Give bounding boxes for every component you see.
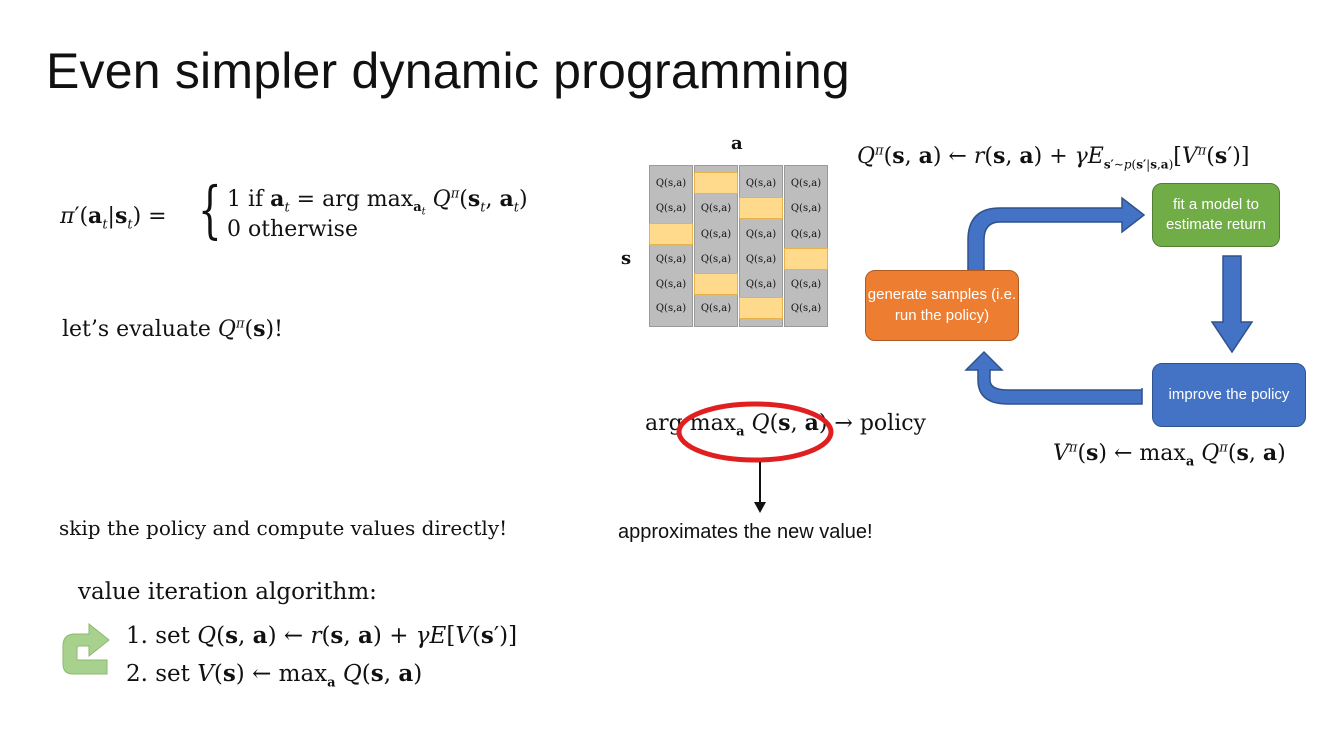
grid-column-label: a <box>731 133 743 154</box>
evaluate-text: let’s evaluate Qπ(s)! <box>62 316 283 342</box>
q-cell: Q(s,a) <box>790 228 822 240</box>
max-cell <box>739 297 783 319</box>
policy-case-2: 0 otherwise <box>227 217 358 242</box>
max-cell <box>739 197 783 219</box>
generate-samples-box: generate samples (i.e. run the policy) <box>865 270 1019 341</box>
q-cell: Q(s,a) <box>700 253 732 265</box>
fit-model-box: fit a model to estimate return <box>1152 183 1280 247</box>
grid-row-label: s <box>621 248 632 269</box>
q-cell: Q(s,a) <box>745 253 777 265</box>
loop-arrow-icon <box>62 622 110 675</box>
max-cell <box>784 248 828 270</box>
skip-text: skip the policy and compute values direc… <box>59 516 508 540</box>
q-cell: Q(s,a) <box>790 177 822 189</box>
improve-policy-box: improve the policy <box>1152 363 1306 427</box>
policy-case-1: 1 if at = arg maxat Qπ(st, at) <box>227 186 528 218</box>
q-cell: Q(s,a) <box>655 177 687 189</box>
down-arrow-icon <box>754 462 766 513</box>
q-cell: Q(s,a) <box>655 278 687 290</box>
q-cell: Q(s,a) <box>790 202 822 214</box>
algorithm-step-2: 2. set V(s) ← maxa Q(s, a) <box>126 660 423 691</box>
algorithm-title: value iteration algorithm: <box>78 579 377 605</box>
slide-title: Even simpler dynamic programming <box>46 43 850 99</box>
approximation-note: approximates the new value! <box>618 521 873 543</box>
q-table-grid: Q(s,a) Q(s,a) Q(s,a) Q(s,a) Q(s,a) Q(s,a… <box>649 165 829 327</box>
q-update-equation: Qπ(s, a) ← r(s, a) + γEs′∼p(s′|s,a)[Vπ(s… <box>857 143 1250 172</box>
q-cell: Q(s,a) <box>655 202 687 214</box>
max-cell <box>649 223 693 245</box>
q-cell: Q(s,a) <box>790 302 822 314</box>
q-cell: Q(s,a) <box>655 253 687 265</box>
q-cell: Q(s,a) <box>700 302 732 314</box>
cycle-arrows <box>964 196 1254 405</box>
q-cell: Q(s,a) <box>655 302 687 314</box>
highlight-ellipse <box>676 401 834 463</box>
q-cell: Q(s,a) <box>700 228 732 240</box>
q-cell: Q(s,a) <box>745 278 777 290</box>
q-cell: Q(s,a) <box>790 278 822 290</box>
q-cell: Q(s,a) <box>745 177 777 189</box>
cases-brace: { <box>198 173 222 246</box>
max-cell <box>694 172 738 194</box>
v-update-equation: Vπ(s) ← maxa Qπ(s, a) <box>1053 440 1286 470</box>
max-cell <box>694 273 738 295</box>
algorithm-step-1: 1. set Q(s, a) ← r(s, a) + γE[V(s′)] <box>126 622 518 649</box>
q-cell: Q(s,a) <box>745 228 777 240</box>
q-cell: Q(s,a) <box>700 202 732 214</box>
policy-definition: π′(at|st) = <box>60 203 167 233</box>
